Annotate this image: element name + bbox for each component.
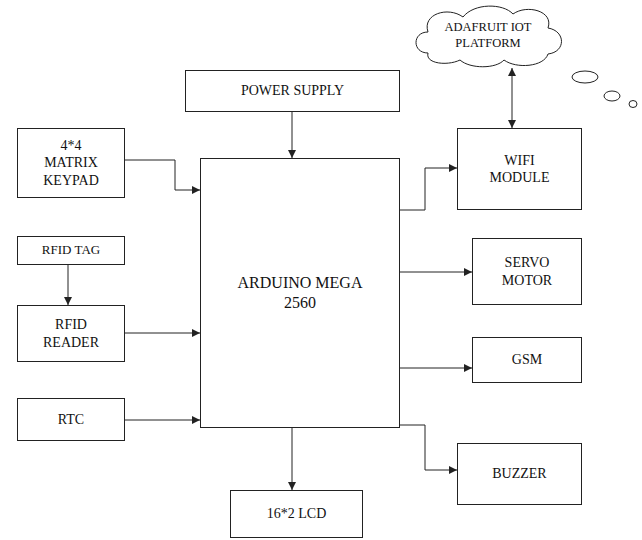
box-label: BUZZER	[492, 465, 546, 483]
signal-arrow	[400, 425, 457, 470]
box-label: RTC	[58, 411, 84, 429]
signal-arrow	[400, 168, 457, 210]
output-box: GSM	[472, 337, 582, 383]
signal-arrow	[292, 112, 293, 158]
box-label: SERVO MOTOR	[491, 254, 563, 289]
display-box: 16*2 LCD	[230, 490, 363, 538]
signal-arrow	[400, 368, 472, 369]
cloud-shape	[416, 6, 562, 67]
box-label: RFID TAG	[42, 242, 100, 258]
box-label: RFID READER	[35, 316, 107, 351]
signal-arrow	[400, 272, 472, 273]
box-label: POWER SUPPLY	[241, 82, 344, 100]
output-box: SERVO MOTOR	[472, 238, 582, 305]
power-box: POWER SUPPLY	[185, 70, 400, 112]
box-label: ADAFRUIT IOT PLATFORM	[432, 20, 544, 51]
box-label: 4*4 MATRIX KEYPAD	[39, 137, 103, 190]
box-label: 16*2 LCD	[267, 505, 327, 523]
thought-bubble	[572, 71, 598, 83]
input-box: RFID TAG	[17, 236, 125, 265]
output-box: BUZZER	[457, 443, 582, 505]
cloud-platform: ADAFRUIT IOT PLATFORM	[408, 3, 568, 68]
input-box: RFID READER	[17, 305, 125, 362]
signal-arrow	[125, 160, 200, 190]
controller-box: ARDUINO MEGA 2560	[200, 158, 400, 428]
signal-arrow	[512, 68, 513, 128]
input-box: 4*4 MATRIX KEYPAD	[17, 128, 125, 198]
signal-arrow	[125, 420, 200, 421]
thought-bubble	[604, 91, 620, 101]
signal-arrow	[292, 428, 293, 490]
input-box: RTC	[17, 398, 125, 441]
signal-arrow	[125, 333, 200, 334]
thought-bubble	[629, 101, 637, 108]
module-box: WIFI MODULE	[457, 128, 582, 210]
box-label: WIFI MODULE	[483, 152, 557, 187]
box-label: ARDUINO MEGA 2560	[225, 273, 375, 313]
box-label: GSM	[512, 351, 542, 369]
signal-arrow	[68, 265, 69, 305]
